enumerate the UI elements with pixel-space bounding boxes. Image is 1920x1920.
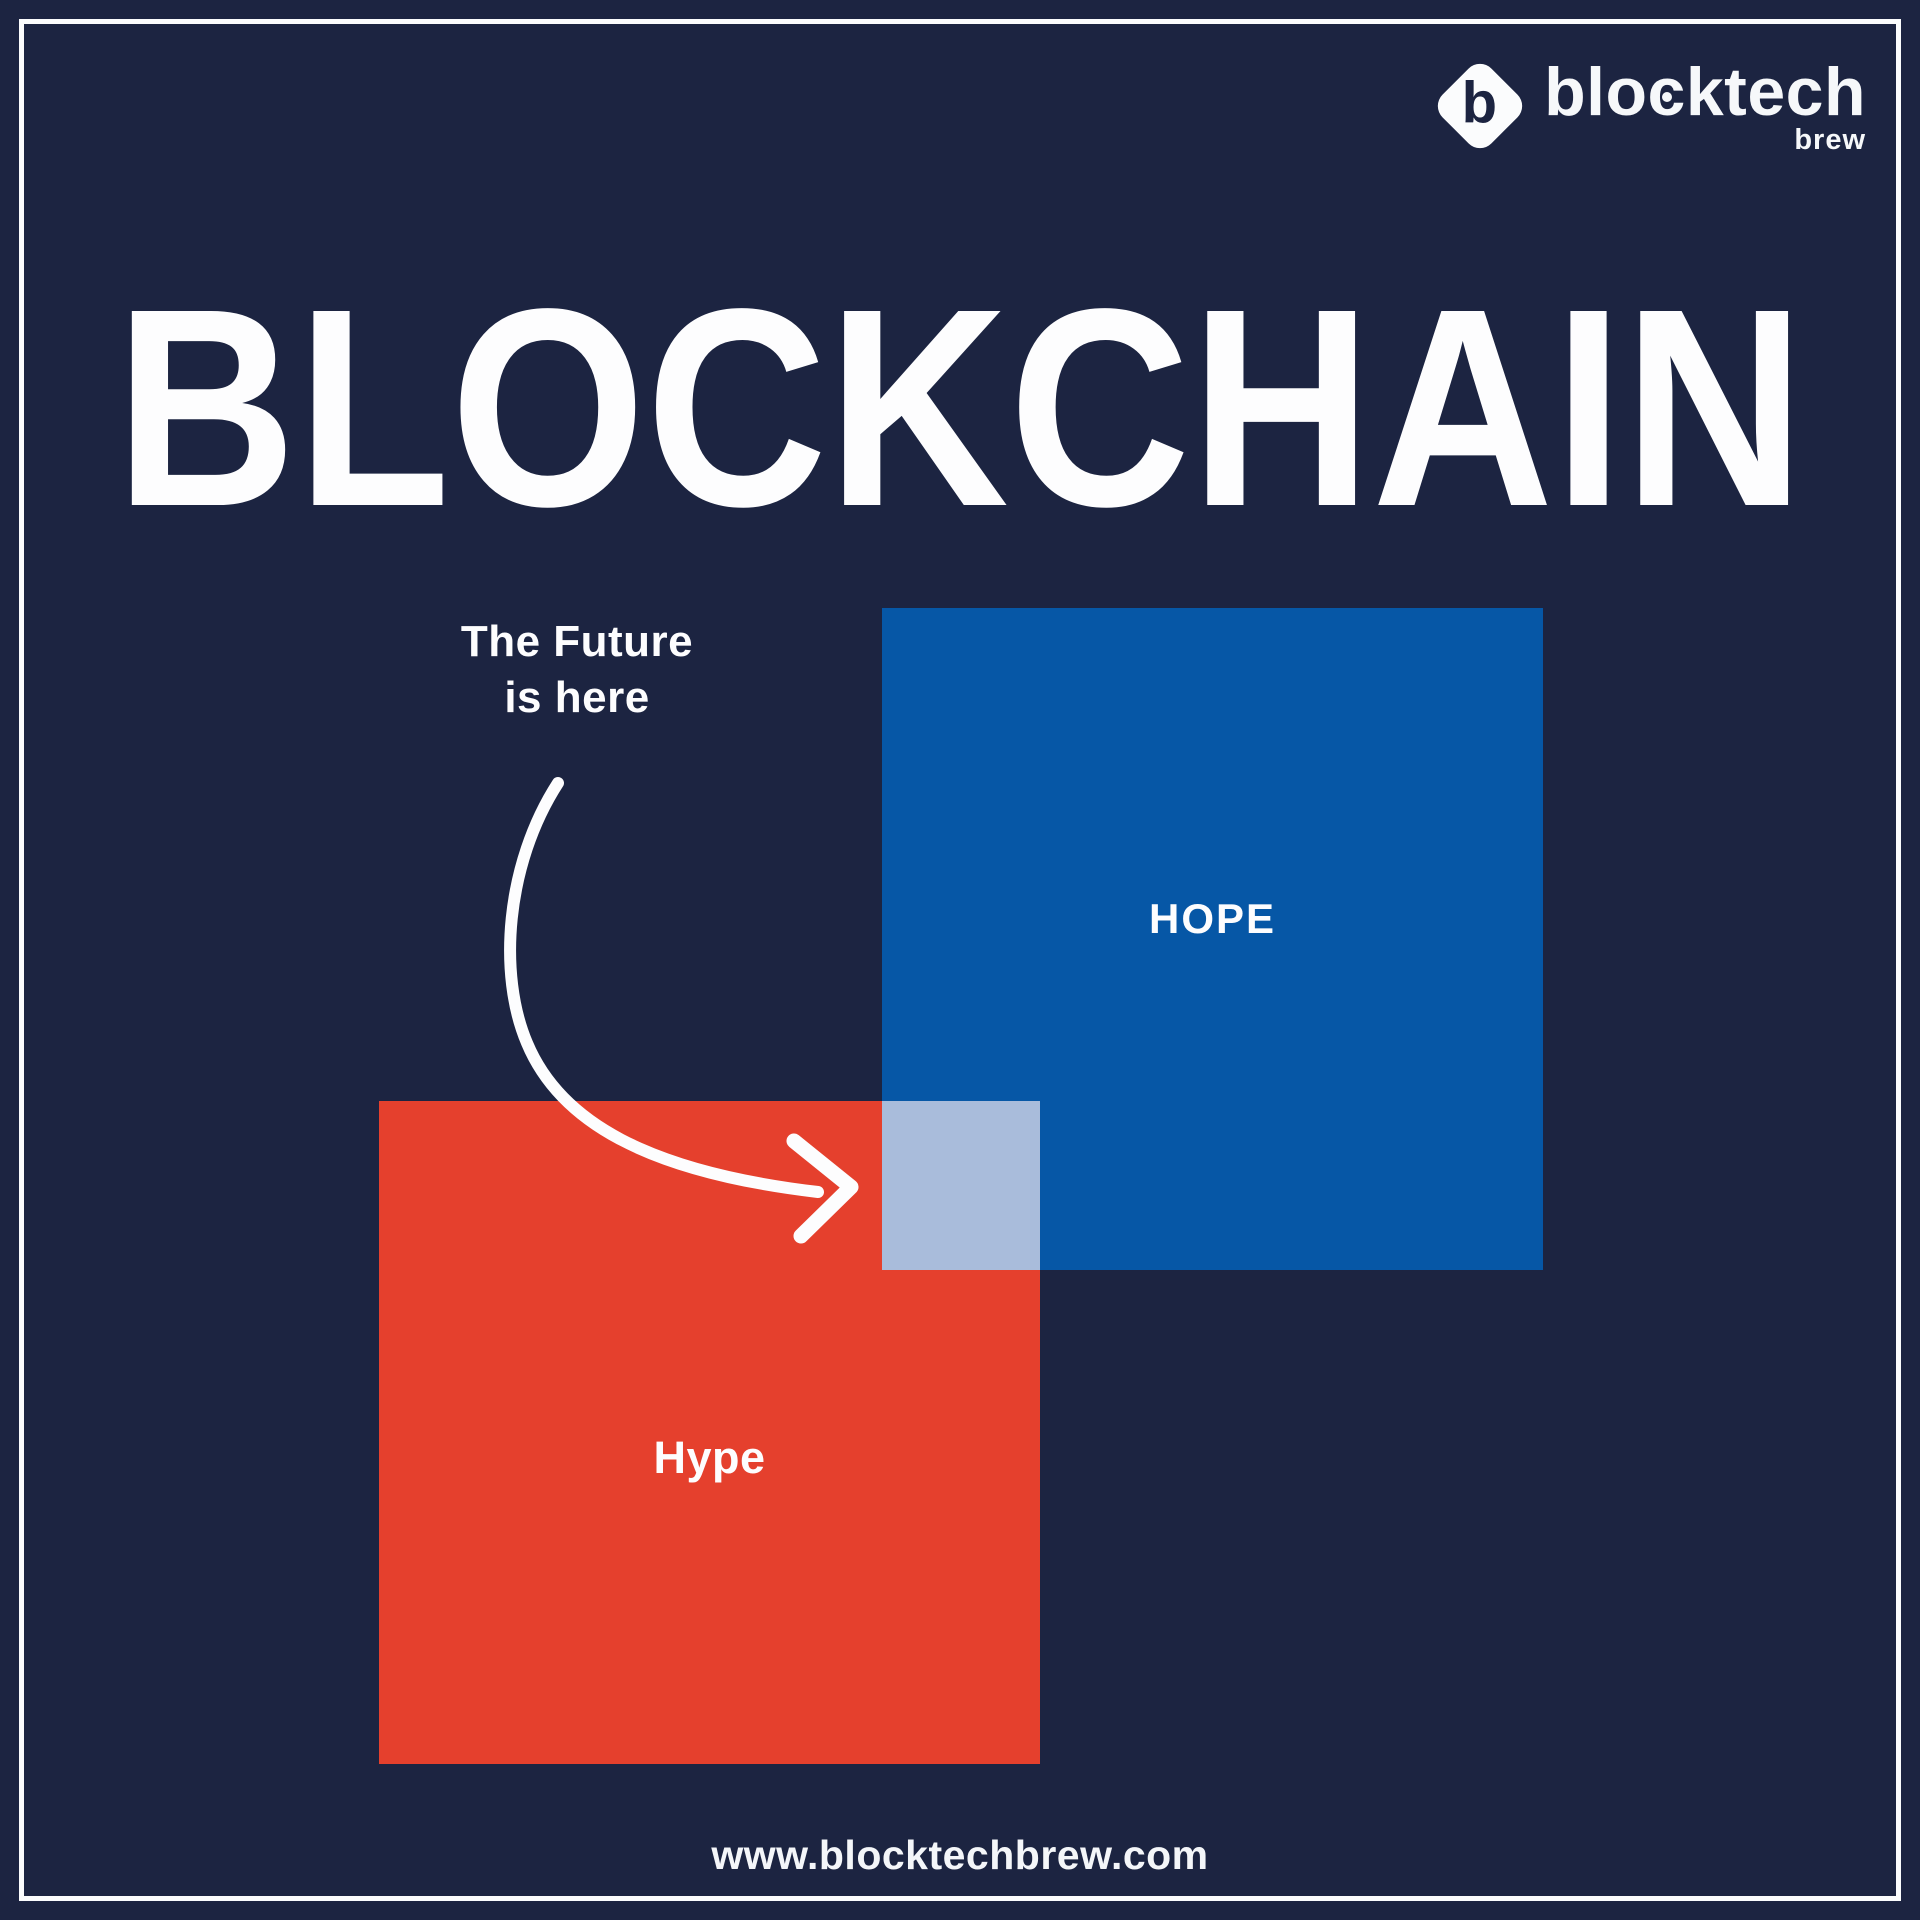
- hope-label: HOPE: [1148, 895, 1277, 942]
- brand-logo: b blocktech brew: [1430, 56, 1866, 156]
- logo-wordmark: blocktech: [1544, 53, 1866, 130]
- annotation-text: The Future is here: [377, 614, 777, 726]
- overlap-square: [882, 1101, 1040, 1270]
- logo-text: blocktech brew: [1544, 58, 1866, 155]
- title-layer: BLOCKCHAIN: [115, 250, 1805, 560]
- logo-letter-b: b: [1461, 70, 1498, 136]
- logo-c-dot: c: [1647, 53, 1686, 130]
- annotation-line1: The Future: [460, 617, 694, 666]
- annotation-line2: is here: [504, 673, 650, 722]
- website-url: www.blocktechbrew.com: [711, 1832, 1209, 1878]
- poster-title: BLOCKCHAIN: [115, 250, 1805, 560]
- logo-subtext: brew: [1794, 123, 1866, 156]
- hype-label: Hype: [653, 1432, 766, 1483]
- blocktech-diamond-icon: b: [1430, 56, 1530, 156]
